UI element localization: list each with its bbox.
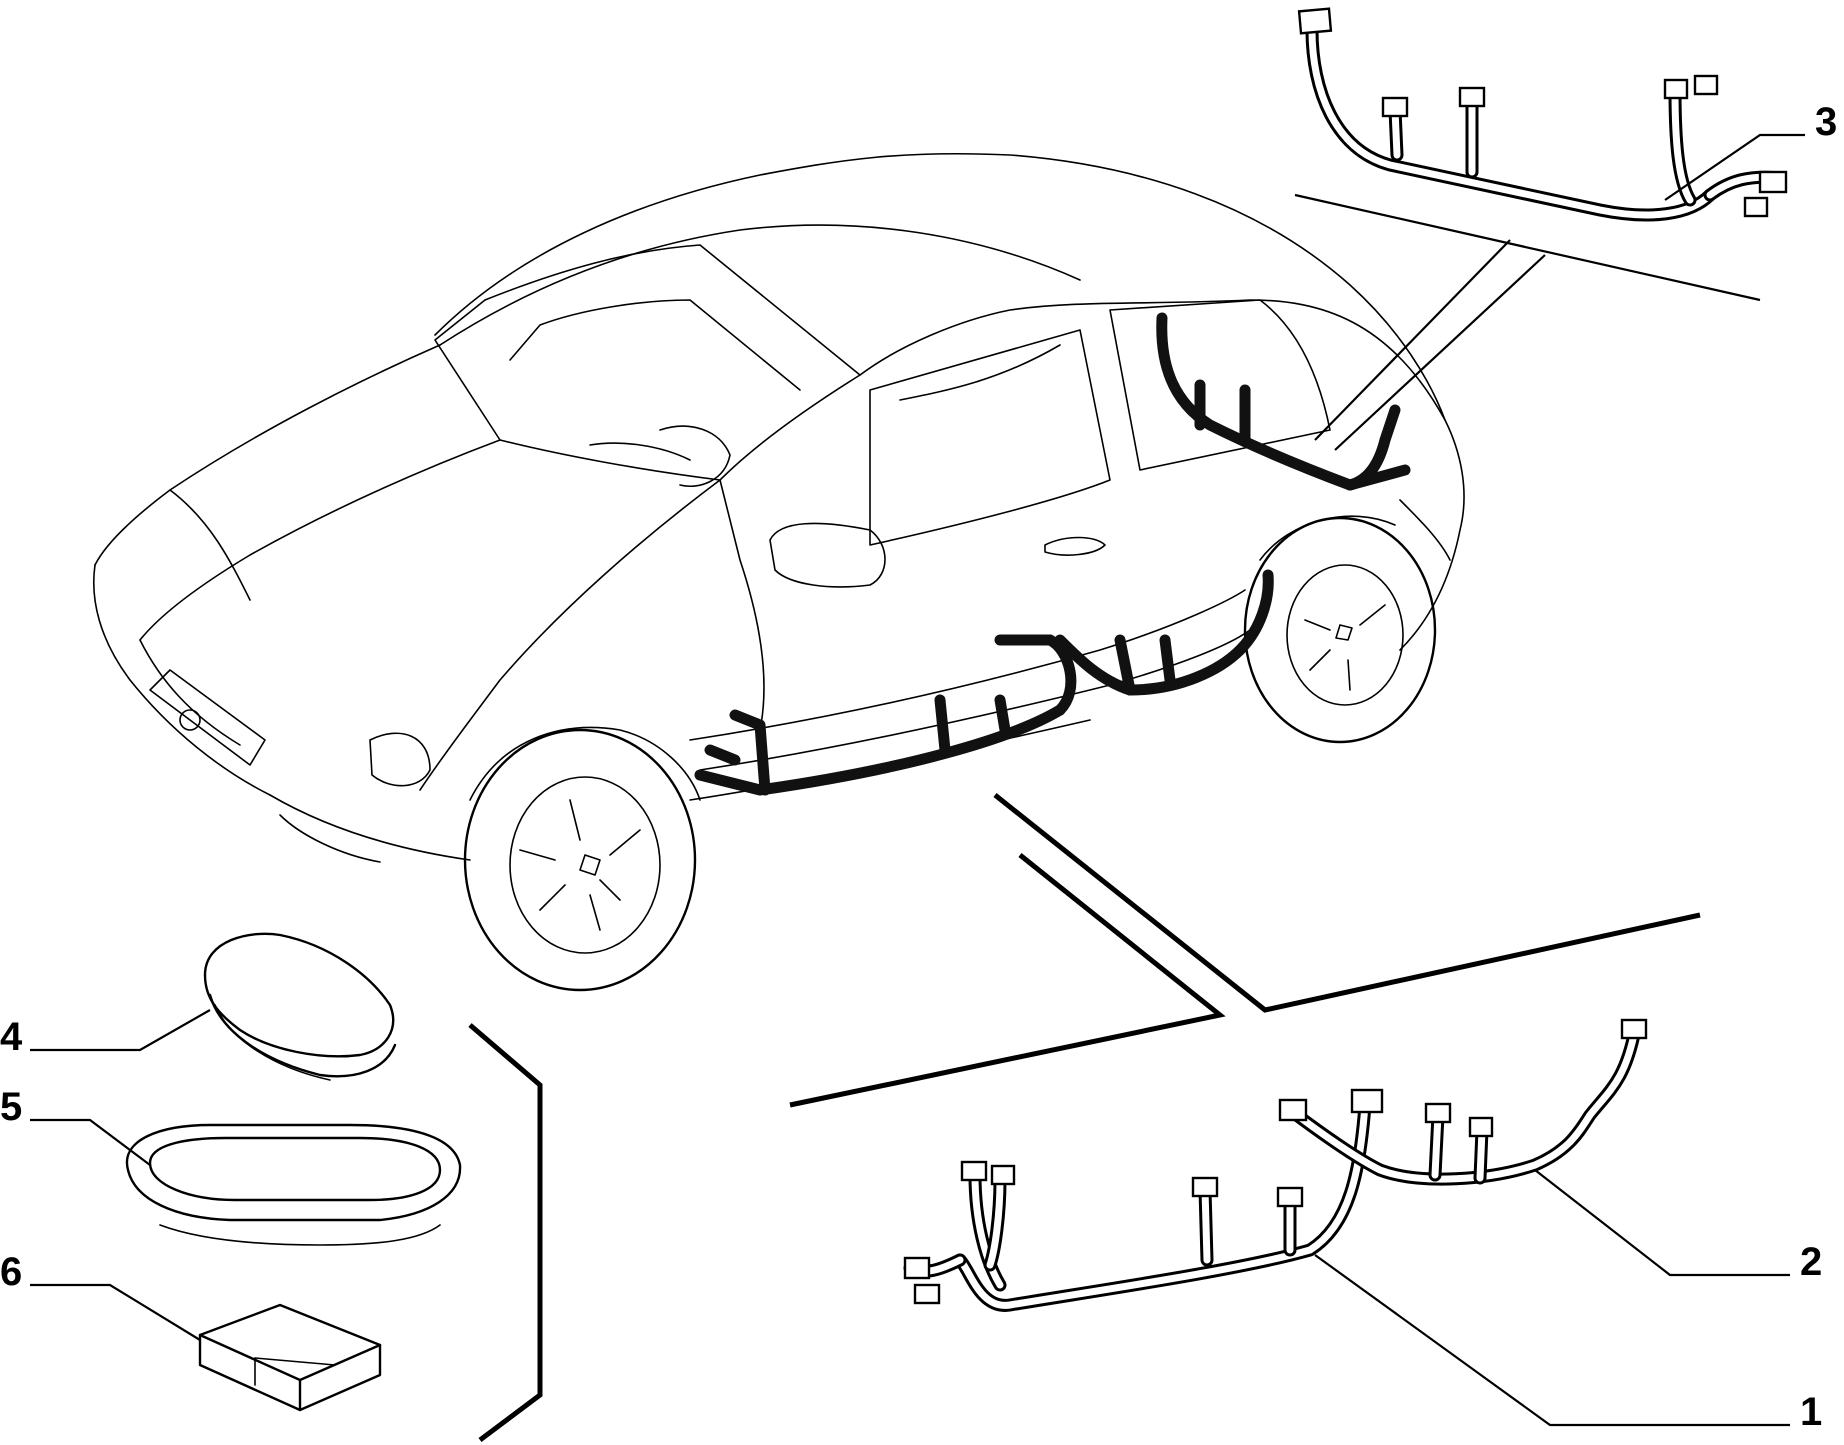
installed-harness-tailgate — [1156, 312, 1411, 491]
callout-labels: 3 2 1 4 5 6 — [0, 100, 1837, 1434]
foam-pad-block — [198, 1303, 382, 1412]
wiring-harness-2 — [1278, 1018, 1648, 1186]
callout-leaders — [30, 133, 1805, 1427]
wiring-harness-3 — [1297, 7, 1788, 222]
front-wheel — [463, 726, 701, 992]
seal-ring-oval — [125, 1123, 462, 1246]
grouping-lines — [468, 193, 1761, 1442]
wiring-harness-1 — [903, 1088, 1384, 1312]
callout-6: 6 — [0, 1250, 22, 1294]
car-body-outline — [92, 152, 1465, 992]
callout-2: 2 — [1800, 1240, 1822, 1284]
grommet-oval — [203, 932, 397, 1081]
callout-1: 1 — [1800, 1390, 1822, 1434]
callout-3: 3 — [1815, 100, 1837, 144]
callout-4: 4 — [0, 1015, 23, 1059]
installed-harness-sill — [694, 569, 1274, 796]
callout-5: 5 — [0, 1085, 22, 1129]
rear-wheel — [1243, 515, 1437, 744]
